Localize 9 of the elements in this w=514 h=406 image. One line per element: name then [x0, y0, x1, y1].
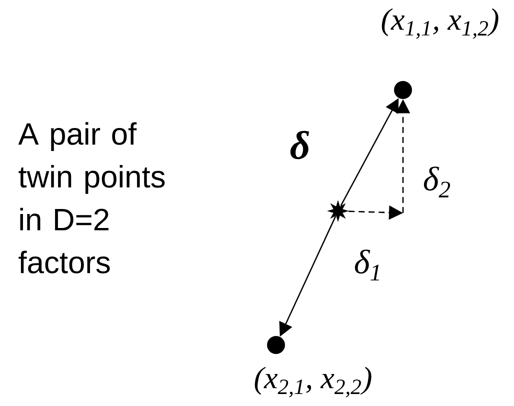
- coordinate-label: (x$_{1,1}$, x$_{1,2}$): [382, 8, 498, 39]
- caption-text: A pair of twin points in D=2 factors: [18, 122, 165, 274]
- edge-label: δ: [290, 130, 310, 160]
- coordinate-label: (x$_{2,1}$, x$_{2,2}$): [254, 366, 372, 398]
- edge-label: δ$_{2}$: [424, 166, 450, 198]
- point-dot: [267, 336, 285, 354]
- edge-label: δ$_{1}$: [354, 250, 380, 280]
- star-marker: [327, 200, 349, 222]
- point-dot: [394, 81, 412, 99]
